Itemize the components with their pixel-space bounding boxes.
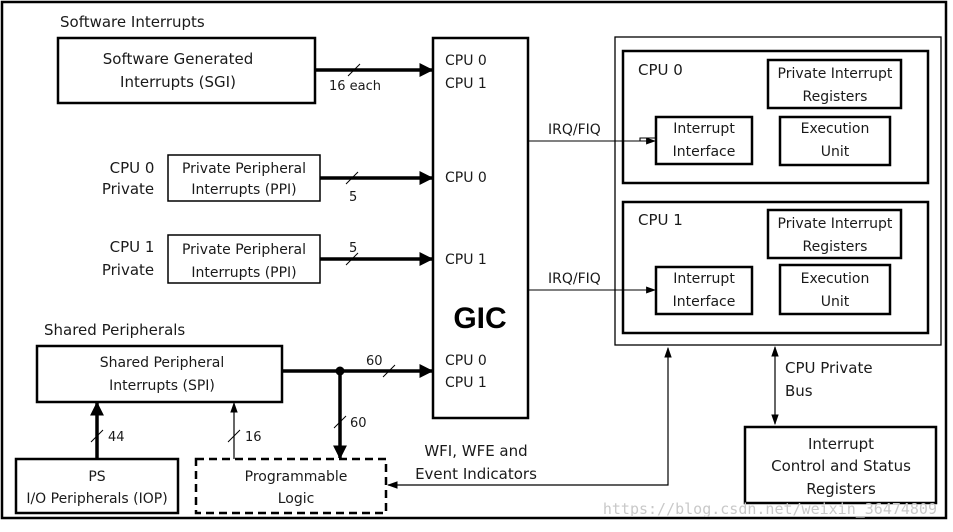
- spi-box: [35, 344, 284, 404]
- cpu0-interrupt-interface-line1: Interrupt: [673, 121, 735, 137]
- pl-label-line1: Programmable: [245, 469, 348, 485]
- watermark: https://blog.csdn.net/weixin_36474809: [603, 500, 937, 518]
- ppi0-bus-slash: [345, 171, 359, 185]
- spi-label-line2: Interrupts (SPI): [109, 378, 215, 394]
- icsr-line1: Interrupt: [808, 435, 874, 453]
- sgi-bus-slash: [347, 63, 361, 77]
- cpu0-private-line2: Private: [102, 180, 154, 198]
- sgi-bus-width: 16 each: [329, 79, 381, 94]
- spi-bus-width: 60: [366, 354, 383, 369]
- pl-bus-slash: [227, 429, 241, 443]
- outer-frame: [0, 0, 948, 520]
- cpu0-interrupt-interface-line2: Interface: [673, 144, 736, 160]
- gic-spi-cpu1: CPU 1: [445, 375, 487, 391]
- cpu0-execution-unit-box: [778, 115, 892, 167]
- gic-spi-cpu0: CPU 0: [445, 353, 487, 369]
- cpu1-interrupt-interface-line2: Interface: [673, 294, 736, 310]
- cpu1-interrupt-interface-box: [654, 265, 754, 316]
- cpu1-private-int-reg-line1: Private Interrupt: [778, 216, 893, 232]
- spi-pl-bus-slash: [333, 415, 347, 429]
- cpu1-private-int-reg-box: [766, 208, 903, 260]
- irq-fiq-cpu0-label: IRQ/FIQ: [548, 122, 601, 138]
- cpu-private-bus-line2: Bus: [785, 382, 813, 400]
- ppi1-bus-slash: [345, 252, 359, 266]
- gic-ppi-cpu1: CPU 1: [445, 252, 487, 268]
- cpu0-private-int-reg-line1: Private Interrupt: [778, 66, 893, 82]
- iop-label-line1: PS: [88, 469, 105, 485]
- spi-label-line1: Shared Peripheral: [100, 355, 225, 371]
- pl-label-line2: Logic: [278, 491, 315, 507]
- ppi1-label-line1: Private Peripheral: [182, 242, 306, 258]
- shared-peripherals-label: Shared Peripherals: [44, 321, 185, 339]
- iop-bus-slash: [90, 429, 104, 443]
- pl-bus-width: 16: [245, 430, 262, 445]
- cpu0-private-int-reg-box: [766, 58, 903, 110]
- cpu1-interrupt-interface-line1: Interrupt: [673, 271, 735, 287]
- ppi1-label-line2: Interrupts (PPI): [191, 265, 296, 281]
- cpu0-private-int-reg-line2: Registers: [803, 89, 868, 105]
- cpu1-private-line1: CPU 1: [110, 238, 155, 256]
- cpu0-interrupt-interface-box: [654, 115, 754, 166]
- icsr-line3: Registers: [806, 480, 876, 498]
- ppi1-bus-width: 5: [349, 241, 357, 256]
- sgi-label-line2: Interrupts (SGI): [120, 73, 236, 91]
- cpu0-private-line1: CPU 0: [110, 159, 155, 177]
- gic-title: GIC: [453, 302, 506, 335]
- software-interrupts-label: Software Interrupts: [60, 13, 205, 31]
- wfi-event-arrow: [386, 346, 672, 489]
- ppi0-label-line1: Private Peripheral: [182, 161, 306, 177]
- icsr-box: [743, 425, 938, 505]
- cpu-cluster-box: [614, 36, 942, 346]
- cpu0-box: [621, 49, 930, 185]
- pl-box: [194, 457, 388, 515]
- cpu0-execution-unit-line2: Unit: [821, 144, 850, 160]
- ppi0-label-line2: Interrupts (PPI): [191, 182, 296, 198]
- wfi-label-line2: Event Indicators: [415, 465, 537, 483]
- sgi-box: [56, 36, 317, 105]
- sgi-label-line1: Software Generated: [103, 50, 253, 68]
- iop-label-line2: I/O Peripherals (IOP): [26, 491, 167, 507]
- cpu1-private-line2: Private: [102, 261, 154, 279]
- gic-ppi-cpu0: CPU 0: [445, 170, 487, 186]
- spi-pl-bus-width: 60: [350, 416, 367, 431]
- cpu1-private-int-reg-line2: Registers: [803, 239, 868, 255]
- iop-bus-width: 44: [108, 430, 125, 445]
- cpu0-title: CPU 0: [638, 61, 683, 79]
- ppi0-bus-width: 5: [349, 190, 357, 205]
- icsr-line2: Control and Status: [771, 457, 911, 475]
- cpu1-execution-unit-box: [778, 263, 892, 316]
- gic-sgi-cpu1: CPU 1: [445, 76, 487, 92]
- cpu1-execution-unit-line1: Execution: [801, 271, 870, 287]
- cpu1-execution-unit-line2: Unit: [821, 294, 850, 310]
- irq-fiq-cpu1-label: IRQ/FIQ: [548, 271, 601, 287]
- wfi-label-line1: WFI, WFE and: [424, 442, 527, 460]
- cpu0-execution-unit-line1: Execution: [801, 121, 870, 137]
- gic-sgi-cpu0: CPU 0: [445, 53, 487, 69]
- cpu1-title: CPU 1: [638, 211, 683, 229]
- cpu1-box: [621, 200, 930, 335]
- cpu-private-bus-line1: CPU Private: [785, 359, 873, 377]
